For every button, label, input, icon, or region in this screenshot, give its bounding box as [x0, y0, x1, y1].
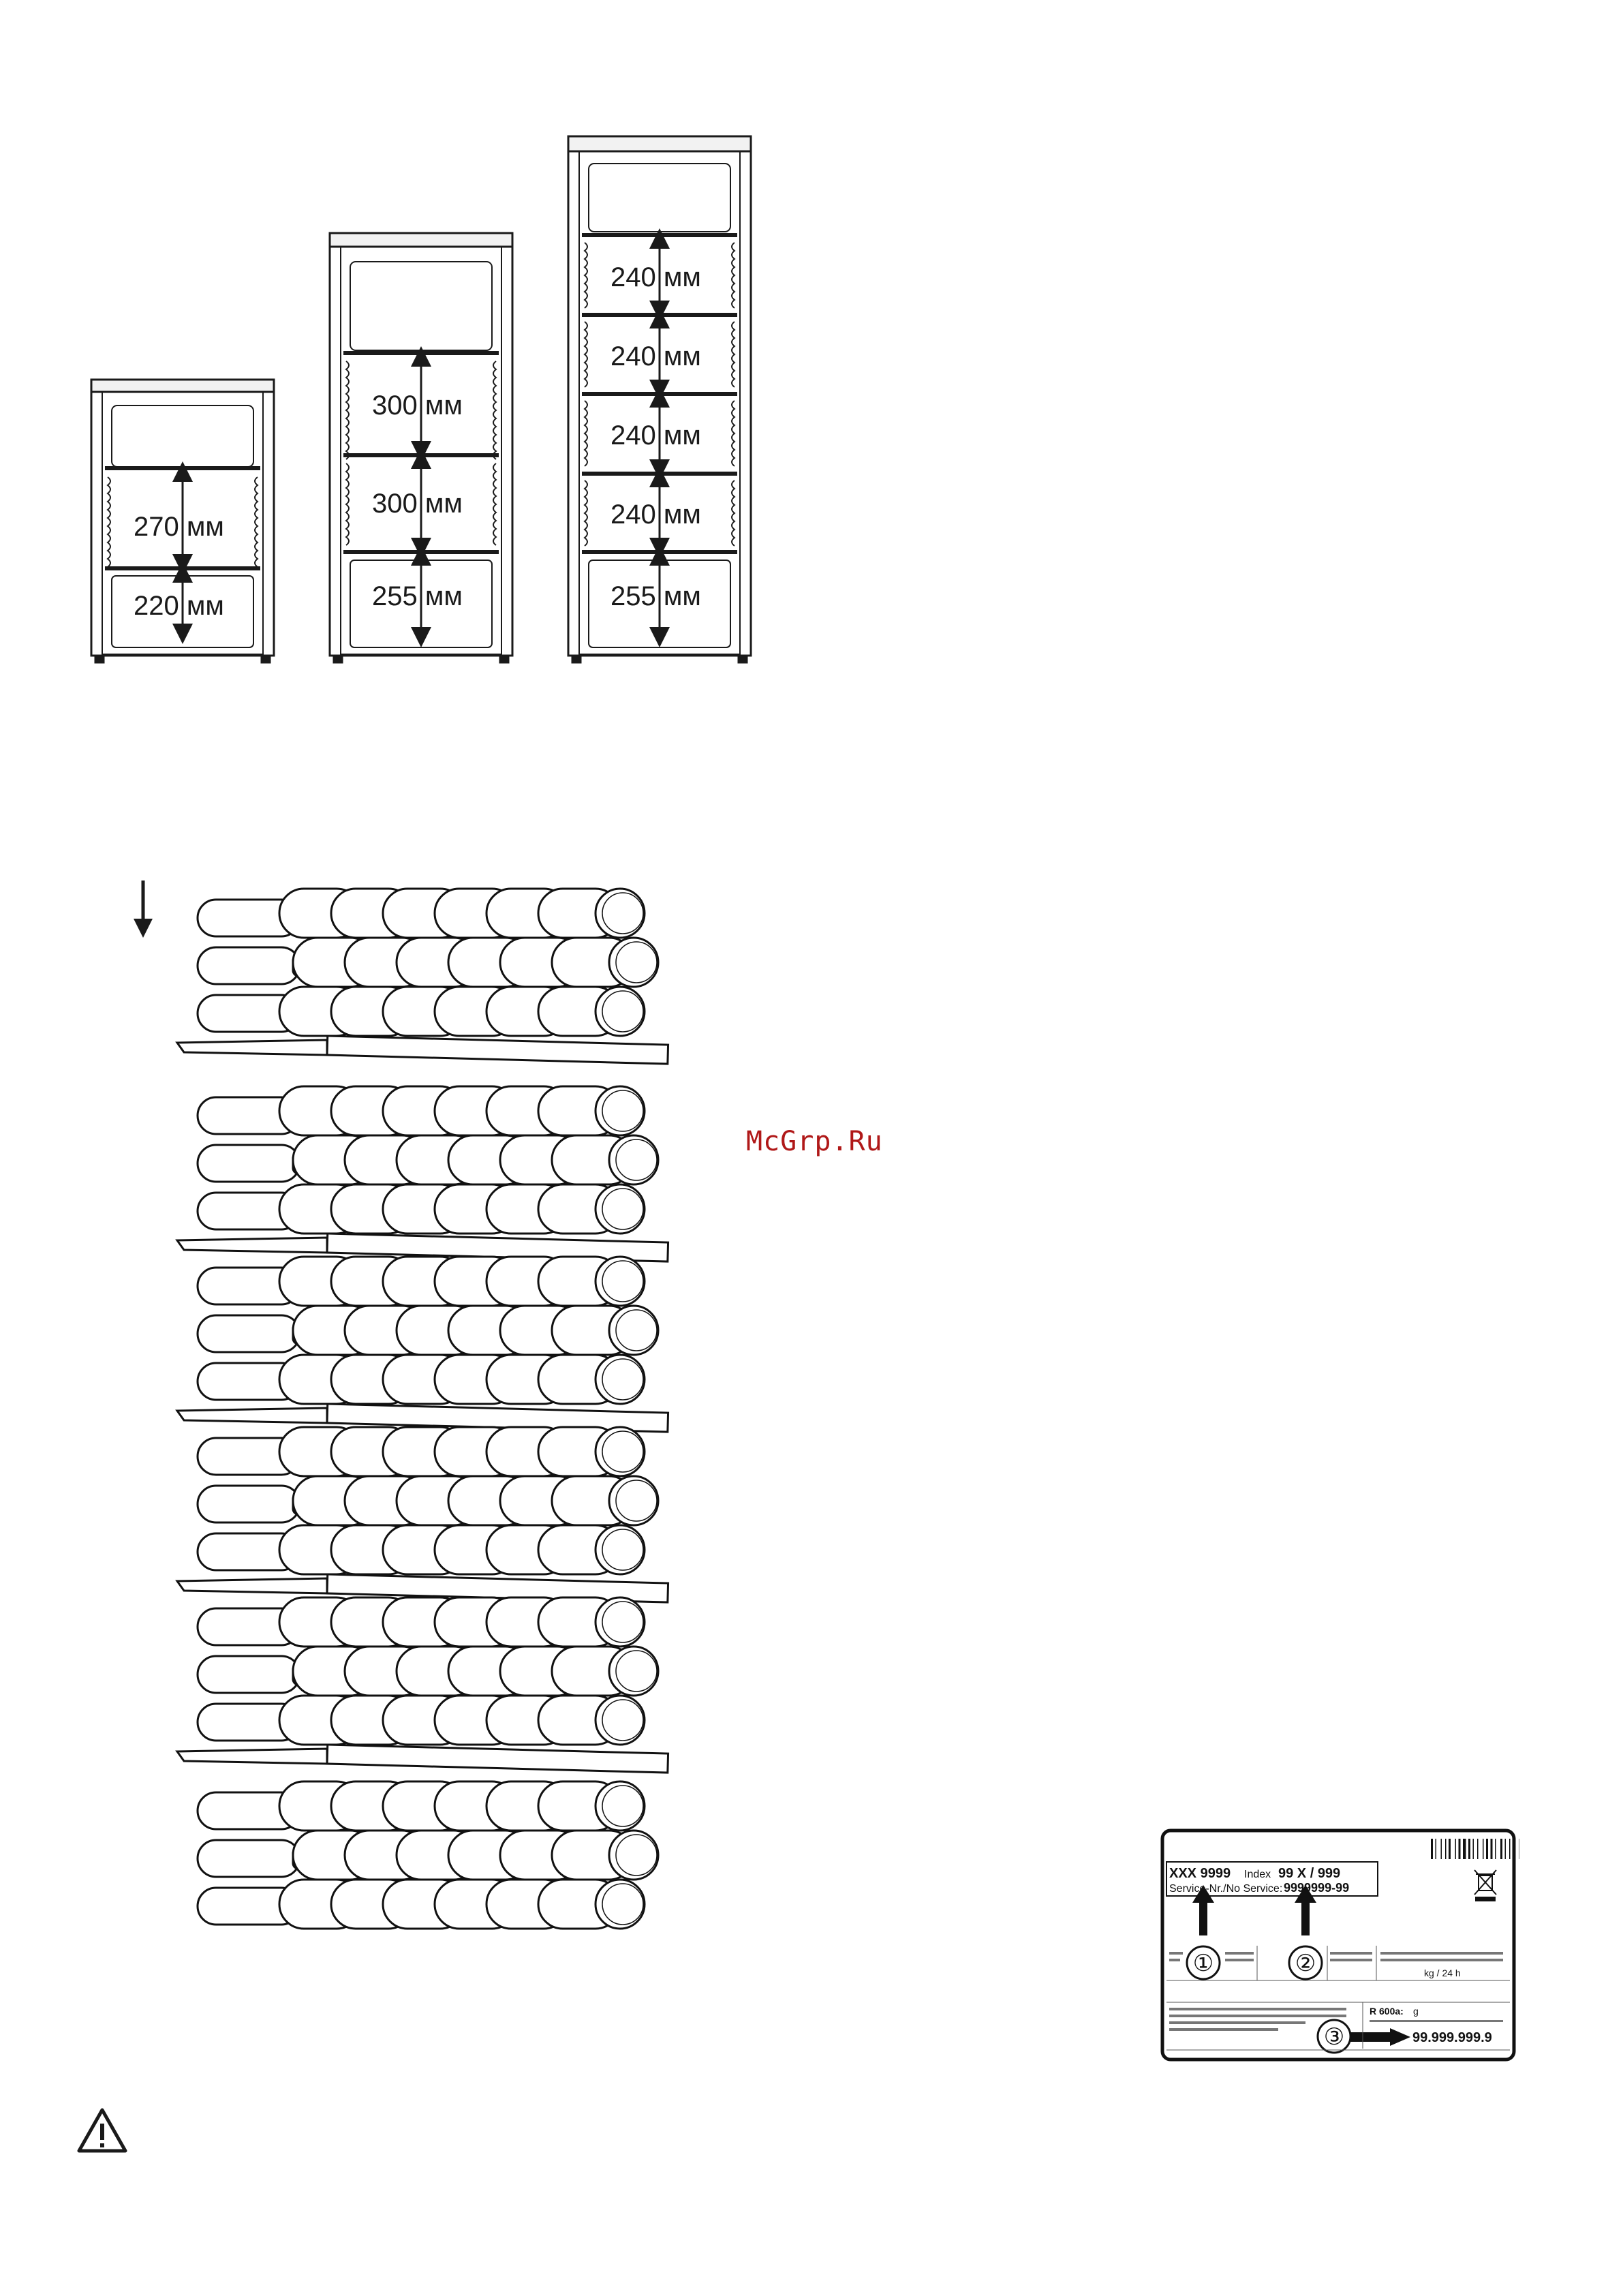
dim-large-1: 240 мм: [610, 262, 701, 292]
watermark: McGrp.Ru: [746, 1126, 883, 1157]
bottle-section: [177, 1086, 668, 1261]
plate-model: XXX 9999: [1169, 1866, 1231, 1881]
bottle-section: [177, 889, 668, 1064]
wine-bottle-stack: [157, 872, 681, 2072]
dim-large-3: 240 мм: [610, 420, 701, 450]
marker-3: ③: [1324, 2024, 1344, 2050]
plate-index-value: 99 X / 999: [1278, 1866, 1340, 1881]
arrow-down-icon: [129, 879, 157, 940]
marker-2: ②: [1295, 1950, 1316, 1976]
dim-small-2: 220 мм: [134, 591, 224, 621]
plate-serial: 99.999.999.9: [1412, 2030, 1492, 2045]
plate-refrigerant: R 600a:: [1370, 2006, 1404, 2017]
plate-refrigerant-unit: g: [1413, 2006, 1419, 2017]
cabinet-diagrams: 270 мм 220 мм 300 мм 300 мм 255 мм: [0, 0, 1623, 682]
marker-1: ①: [1193, 1950, 1214, 1976]
plate-index-label: Index: [1244, 1869, 1271, 1880]
dim-medium-1: 300 мм: [372, 391, 463, 420]
dim-small-1: 270 мм: [134, 512, 224, 542]
warning-triangle-icon: [75, 2106, 129, 2155]
dim-medium-2: 300 мм: [372, 489, 463, 519]
bottle-section: [198, 1781, 658, 1929]
dim-large-4: 240 мм: [610, 500, 701, 530]
bottle-section: [177, 1427, 668, 1602]
rating-plate: XXX 9999 Index 99 X / 999 Service-Nr./No…: [1158, 1826, 1519, 2065]
dim-large-2: 240 мм: [610, 341, 701, 371]
dim-medium-3: 255 мм: [372, 581, 463, 611]
bottle-section: [177, 1257, 668, 1432]
bottle-section: [177, 1597, 668, 1773]
plate-service-label: Service-Nr./No Service:: [1169, 1883, 1282, 1895]
plate-kg-24h: kg / 24 h: [1424, 1968, 1461, 1978]
dim-large-5: 255 мм: [610, 581, 701, 611]
plate-service-value: 9999999-99: [1284, 1881, 1349, 1895]
